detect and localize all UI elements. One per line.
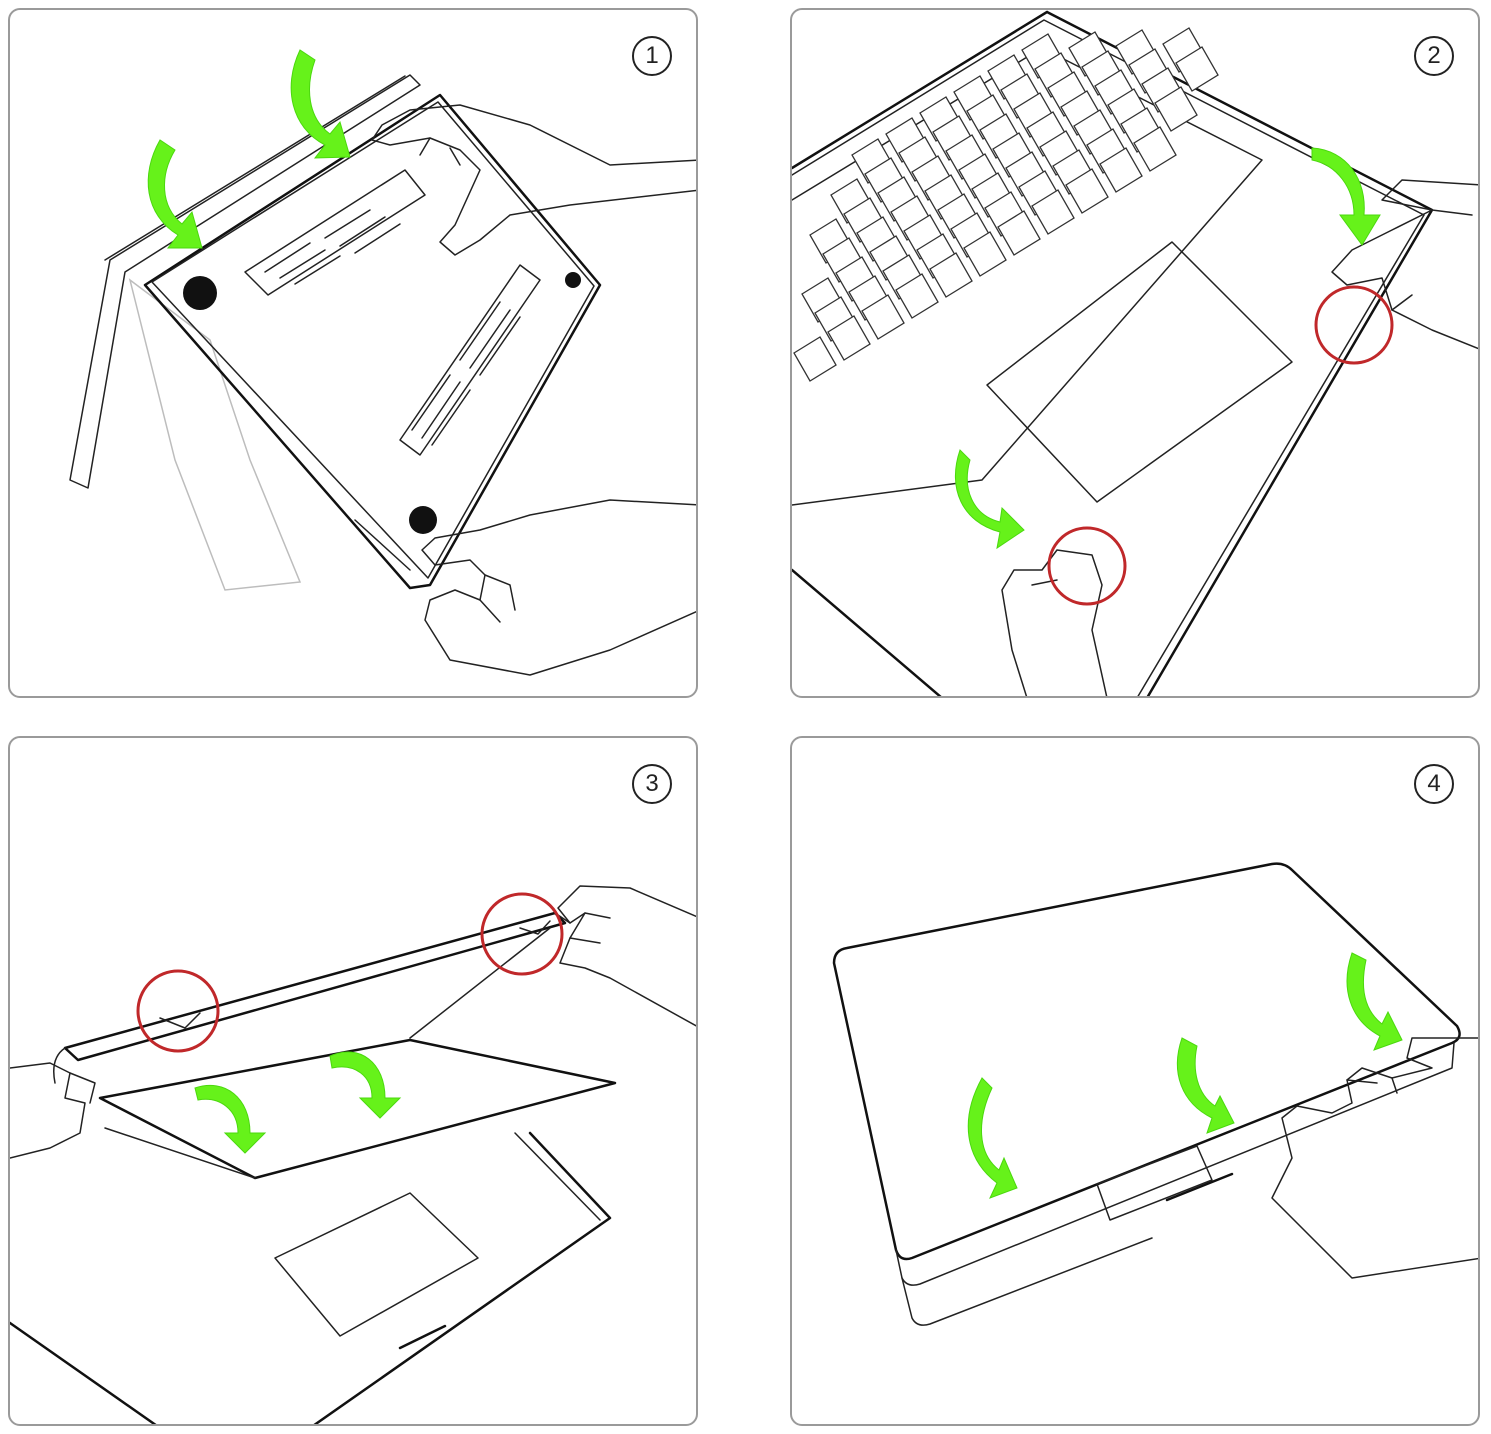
keyboard-key xyxy=(1099,147,1143,193)
step-1-illustration xyxy=(69,49,696,676)
green-arrow-icon xyxy=(194,1084,267,1154)
clip-highlight-circle xyxy=(1314,285,1394,365)
keyboard-key xyxy=(1133,126,1177,172)
step-number-badge: 1 xyxy=(632,36,672,76)
lid xyxy=(98,1038,617,1180)
trackpad xyxy=(986,241,1293,503)
step-number-badge: 3 xyxy=(632,764,672,804)
hand-top xyxy=(371,104,696,256)
rubber-foot xyxy=(565,272,581,288)
green-arrow-icon xyxy=(147,139,203,249)
step-2-panel: 2 xyxy=(790,8,1480,698)
keyboard xyxy=(792,27,1263,506)
green-arrow-icon xyxy=(967,1077,1018,1199)
hand-bottom xyxy=(421,499,696,676)
keyboard-key xyxy=(1065,168,1109,214)
closed-laptop-lid xyxy=(832,862,1461,1326)
keyboard-key xyxy=(895,273,939,319)
keyboard-key xyxy=(793,336,837,382)
hand-right xyxy=(557,885,696,1027)
hand-left xyxy=(10,1062,96,1159)
step-3-panel: 3 xyxy=(8,736,698,1426)
step-4-panel: 4 xyxy=(790,736,1480,1426)
rubber-foot xyxy=(183,276,217,310)
clip-highlight-circle xyxy=(1047,526,1127,606)
hand-right xyxy=(1331,179,1478,350)
keyboard-key xyxy=(997,210,1041,256)
hand-right xyxy=(1271,1037,1478,1279)
green-arrow-icon xyxy=(290,49,351,159)
step-3-illustration xyxy=(10,885,696,1424)
clip-highlight-circle xyxy=(136,969,220,1053)
keyboard-key xyxy=(861,294,905,340)
green-arrow-icon xyxy=(329,1051,402,1119)
vent-slots-bottom xyxy=(399,264,541,456)
rubber-foot xyxy=(409,506,437,534)
step-2-illustration xyxy=(792,10,1478,696)
keyboard-key xyxy=(1154,86,1198,132)
step-number-badge: 4 xyxy=(1414,764,1454,804)
green-arrow-icon xyxy=(955,449,1025,550)
green-arrow-icon xyxy=(1176,1037,1235,1134)
vent-slots-top xyxy=(244,169,426,296)
bottom-case xyxy=(143,93,602,590)
green-arrow-icon xyxy=(1311,147,1381,246)
clip-highlight-circle xyxy=(480,892,564,976)
keyboard-key xyxy=(1031,189,1075,235)
laptop-outline xyxy=(69,74,421,591)
step-4-illustration xyxy=(832,862,1478,1326)
keyboard-key xyxy=(827,315,871,361)
laptop-base xyxy=(10,1131,612,1424)
trackpad xyxy=(274,1192,479,1337)
keyboard-key xyxy=(929,252,973,298)
trackpad xyxy=(1096,1145,1213,1221)
keyboard-key xyxy=(963,231,1007,277)
step-number-badge: 2 xyxy=(1414,36,1454,76)
hand-bottom xyxy=(1001,549,1108,696)
step-1-panel: 1 xyxy=(8,8,698,698)
keyboard-key xyxy=(1175,46,1219,92)
green-arrow-icon xyxy=(1346,952,1403,1051)
